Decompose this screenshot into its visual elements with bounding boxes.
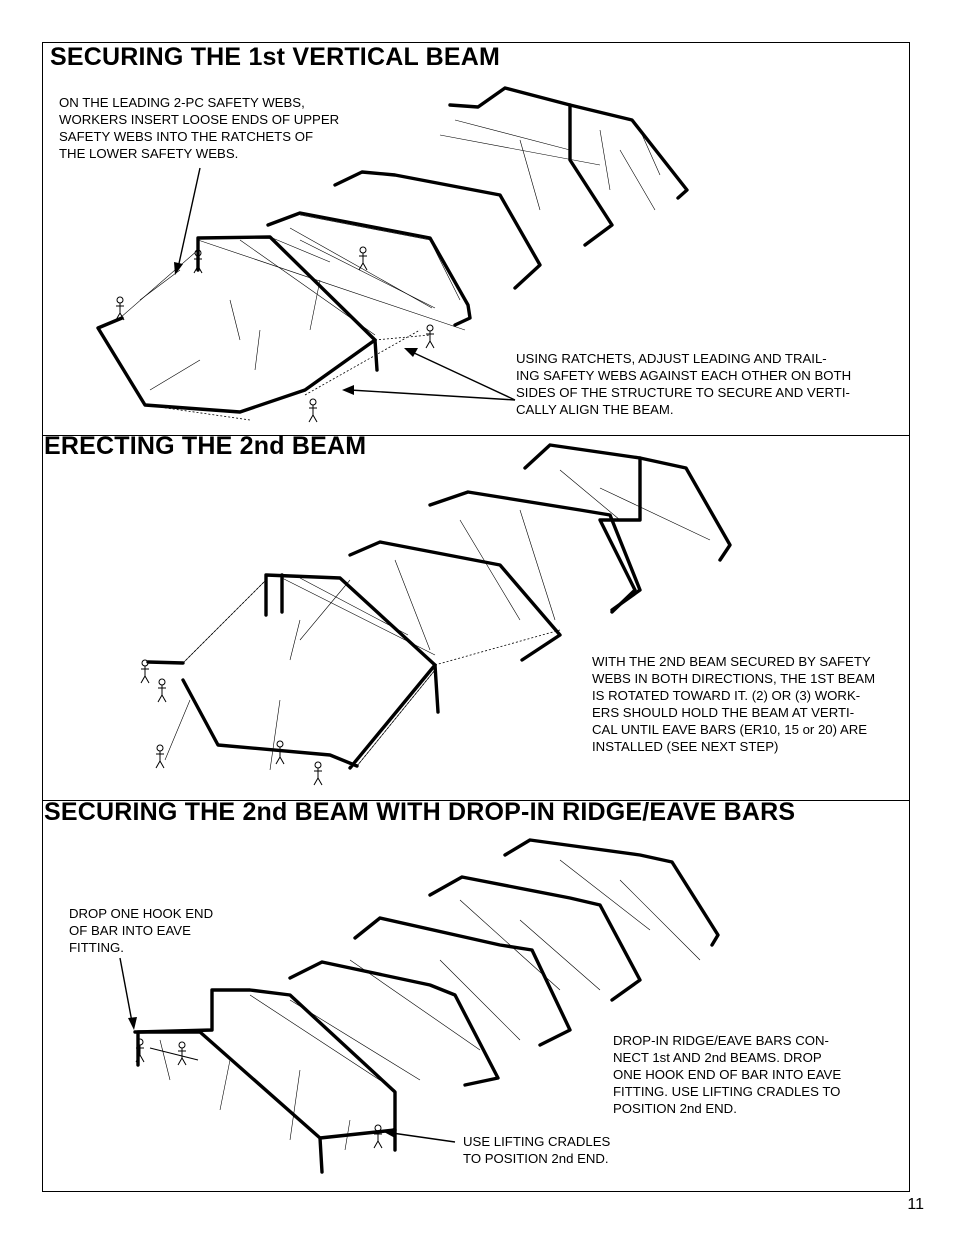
section3-note-left: DROP ONE HOOK END OF BAR INTO EAVE FITTI…	[69, 906, 214, 955]
section2-heading: ERECTING THE 2nd BEAM	[44, 432, 367, 460]
page-frame	[42, 42, 910, 1192]
page-number: 11	[907, 1196, 924, 1213]
section3-note-right: DROP-IN RIDGE/EAVE BARS CON- NECT 1st AN…	[613, 1033, 842, 1116]
section1-heading: SECURING THE 1st VERTICAL BEAM	[50, 43, 501, 71]
section1-note-bottom: USING RATCHETS, ADJUST LEADING AND TRAIL…	[516, 351, 852, 417]
section-divider-1	[42, 435, 910, 436]
section3-structure-drawing	[119, 838, 720, 1174]
section-divider-2	[42, 800, 910, 801]
section2-note: WITH THE 2ND BEAM SECURED BY SAFETY WEBS…	[592, 654, 876, 754]
section2-structure-drawing	[140, 443, 732, 786]
section1-note-top: ON THE LEADING 2-PC SAFETY WEBS, WORKERS…	[59, 95, 340, 161]
section1-structure-drawing	[96, 86, 689, 423]
section3-heading: SECURING THE 2nd BEAM WITH DROP-IN RIDGE…	[44, 798, 796, 826]
section3-note-bottom: USE LIFTING CRADLES TO POSITION 2nd END.	[463, 1134, 611, 1166]
